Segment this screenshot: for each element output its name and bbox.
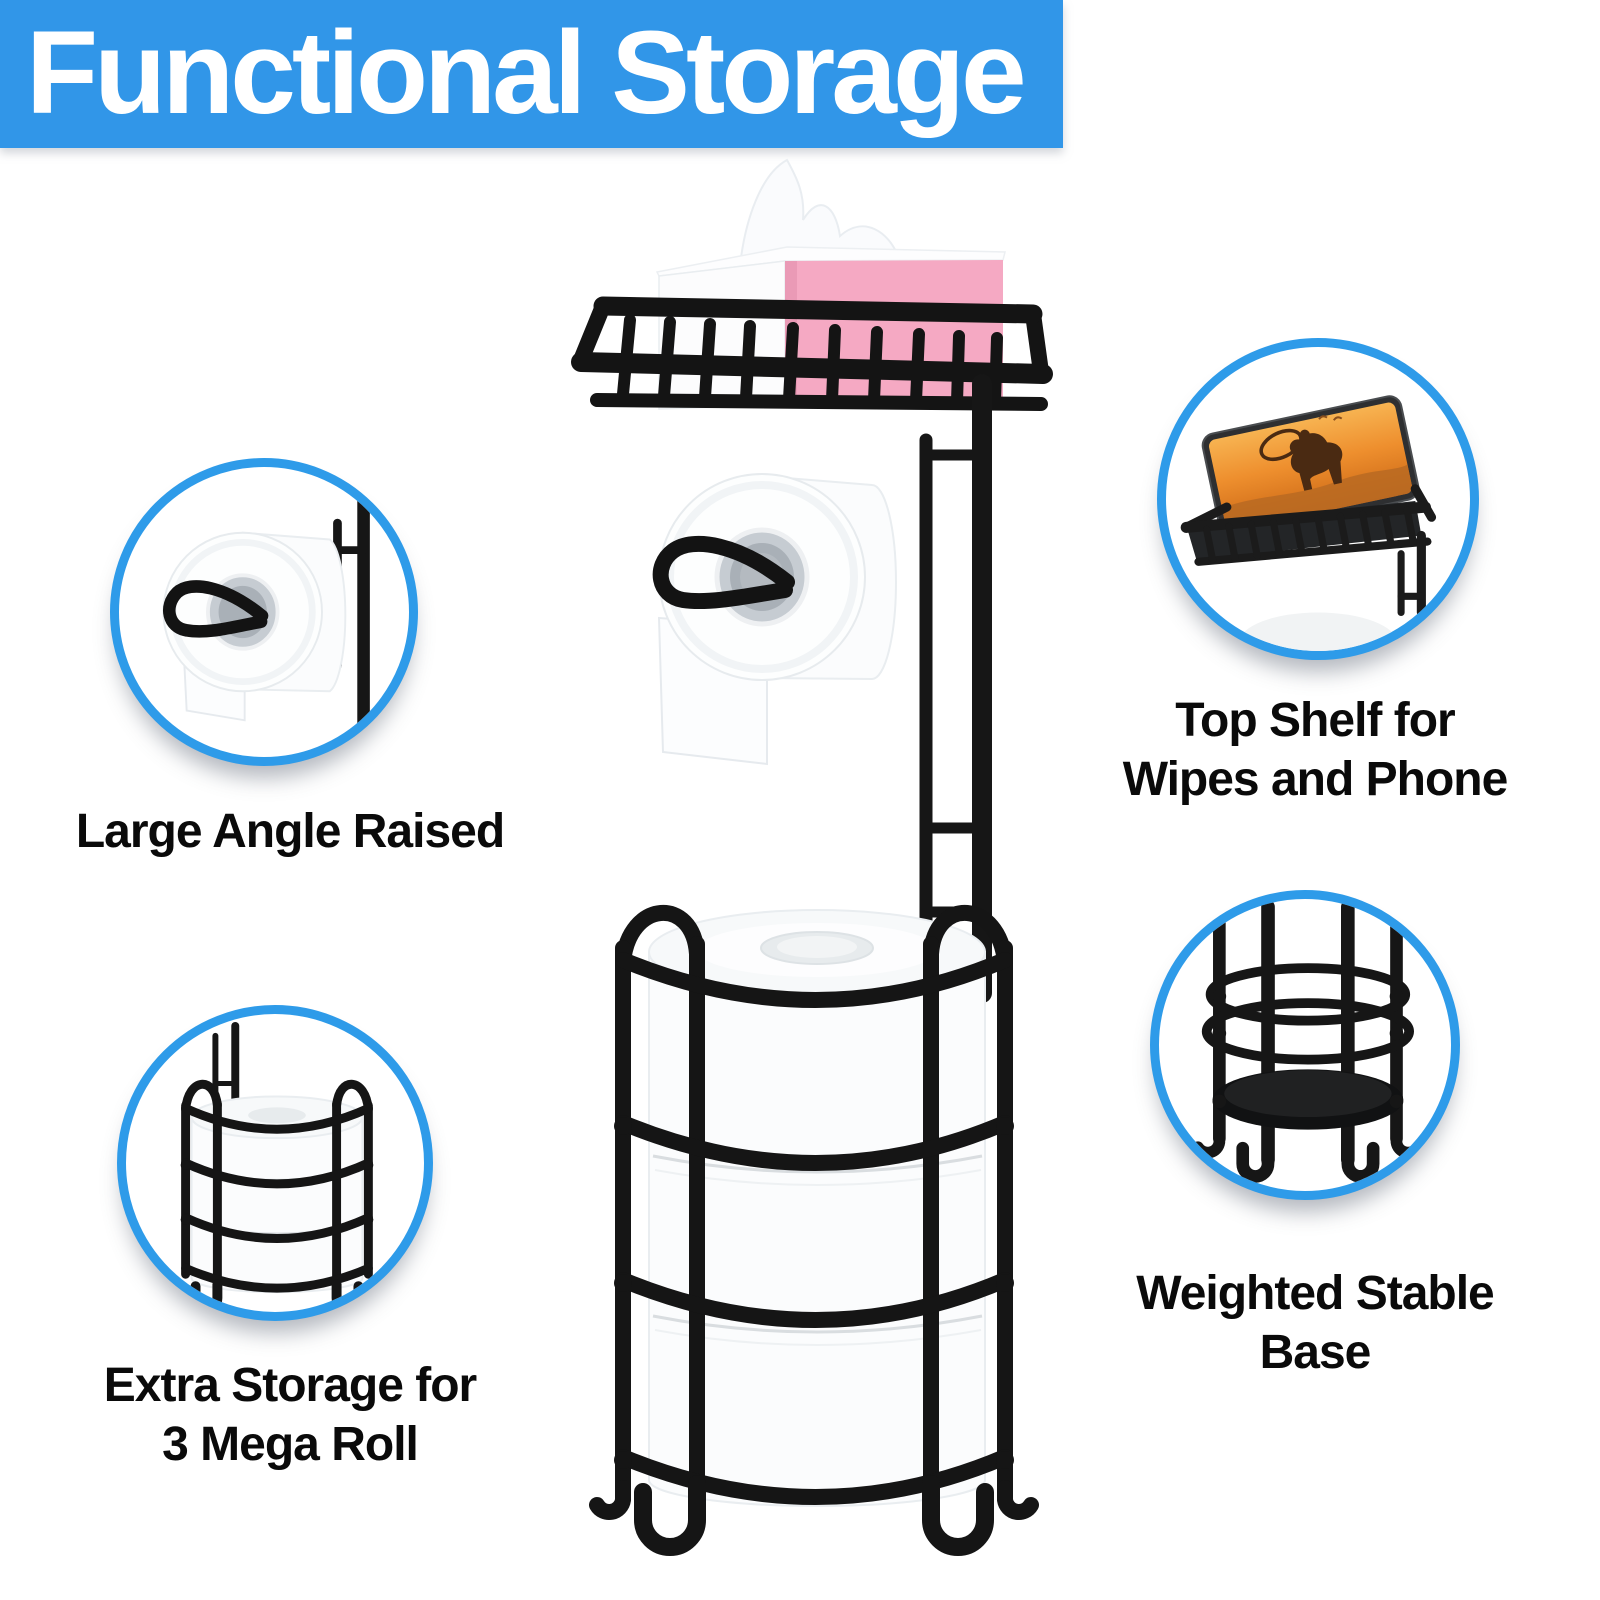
label-large-angle: Large Angle Raised — [75, 805, 505, 858]
cage-foot-right — [922, 1475, 994, 1556]
callout-weighted-base — [1150, 890, 1460, 1200]
callout-top-shelf — [1157, 338, 1479, 660]
callout-extra-storage — [117, 1005, 433, 1321]
cage-foot-left — [634, 1475, 706, 1556]
toilet-roll-below — [1238, 612, 1398, 651]
roll-cage-closeup-image — [180, 1021, 374, 1312]
callout-large-angle — [110, 458, 418, 766]
top-basket-shelf — [571, 296, 1053, 411]
label-extra-storage: Extra Storage for 3 Mega Roll — [103, 1359, 477, 1471]
title-banner: Functional Storage — [0, 0, 1063, 148]
roll-holder-closeup-image — [162, 489, 370, 737]
storage-cage — [589, 905, 1039, 1556]
holder-arm-loop — [652, 535, 795, 610]
toilet-roll-on-holder — [652, 473, 897, 766]
support-pole — [919, 374, 992, 1003]
shelf-basket — [1180, 484, 1437, 618]
phone — [1201, 395, 1420, 539]
label-weighted-base: Weighted Stable Base — [1136, 1267, 1495, 1379]
product-illustration — [571, 158, 1053, 1556]
mega-roll-stack — [648, 909, 986, 1507]
label-top-shelf: Top Shelf for Wipes and Phone — [1122, 694, 1509, 806]
shelf-with-phone-closeup-image — [1180, 395, 1437, 651]
page-title: Functional Storage — [26, 7, 1027, 139]
weighted-base-closeup-image — [1192, 899, 1424, 1183]
